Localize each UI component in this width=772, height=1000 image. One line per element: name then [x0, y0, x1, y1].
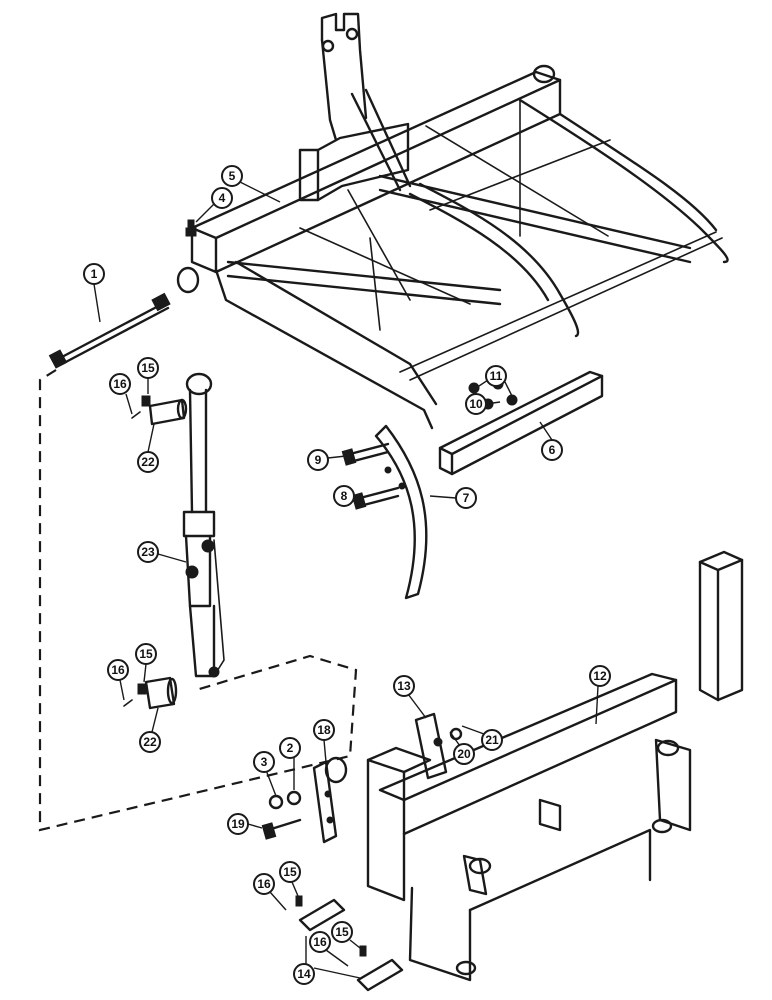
callouts: 1 2 3 4 5 6 7 8 9 10 — [83, 165, 611, 985]
grease-fitting — [185, 219, 197, 237]
callout-21: 21 — [485, 733, 499, 747]
shank — [374, 424, 428, 600]
shank-bolts — [341, 442, 400, 510]
main-frame — [176, 12, 729, 430]
callout-11: 11 — [490, 369, 503, 383]
callout-6: 6 — [549, 443, 556, 457]
callout-9: 9 — [315, 453, 322, 467]
callout-8: 8 — [341, 489, 348, 503]
callout-22-upper: 22 — [141, 455, 155, 469]
callout-10: 10 — [469, 397, 483, 411]
callout-19: 19 — [231, 817, 245, 831]
callout-22-lower: 22 — [143, 735, 157, 749]
callout-16-bottom: 16 — [313, 935, 327, 949]
callout-14: 14 — [297, 967, 311, 981]
callout-16-upper: 16 — [113, 377, 127, 391]
bolt-19 — [261, 818, 302, 840]
callout-20: 20 — [457, 747, 471, 761]
callout-7: 7 — [463, 491, 470, 505]
callout-3: 3 — [261, 755, 268, 769]
callout-16-middle: 16 — [111, 663, 125, 677]
callout-23: 23 — [141, 545, 155, 559]
callout-2: 2 — [287, 741, 294, 755]
hydraulic-cylinder — [182, 372, 225, 678]
callout-13: 13 — [397, 679, 411, 693]
pin-lower — [123, 676, 178, 710]
callout-15-upper: 15 — [141, 361, 155, 375]
long-bolt — [48, 292, 171, 369]
callout-18: 18 — [317, 723, 331, 737]
pins-14 — [295, 895, 404, 992]
bracket-18 — [312, 756, 348, 844]
mounting-bar — [438, 370, 604, 476]
plate-13 — [414, 712, 463, 780]
washer-2 — [286, 790, 302, 806]
callout-15-middle: 15 — [139, 647, 153, 661]
callout-5: 5 — [229, 169, 236, 183]
toolbar-frame — [366, 550, 744, 982]
callout-16-lower: 16 — [257, 877, 271, 891]
callout-1: 1 — [91, 267, 98, 281]
callout-15-lower: 15 — [283, 865, 297, 879]
callout-15-bottom: 15 — [335, 925, 349, 939]
hose-routing-line — [38, 369, 358, 832]
pin-upper — [131, 395, 188, 426]
callout-1-circle — [83, 263, 105, 285]
callout-12: 12 — [593, 669, 607, 683]
callout-4: 4 — [219, 191, 226, 205]
nut-3 — [268, 794, 284, 810]
